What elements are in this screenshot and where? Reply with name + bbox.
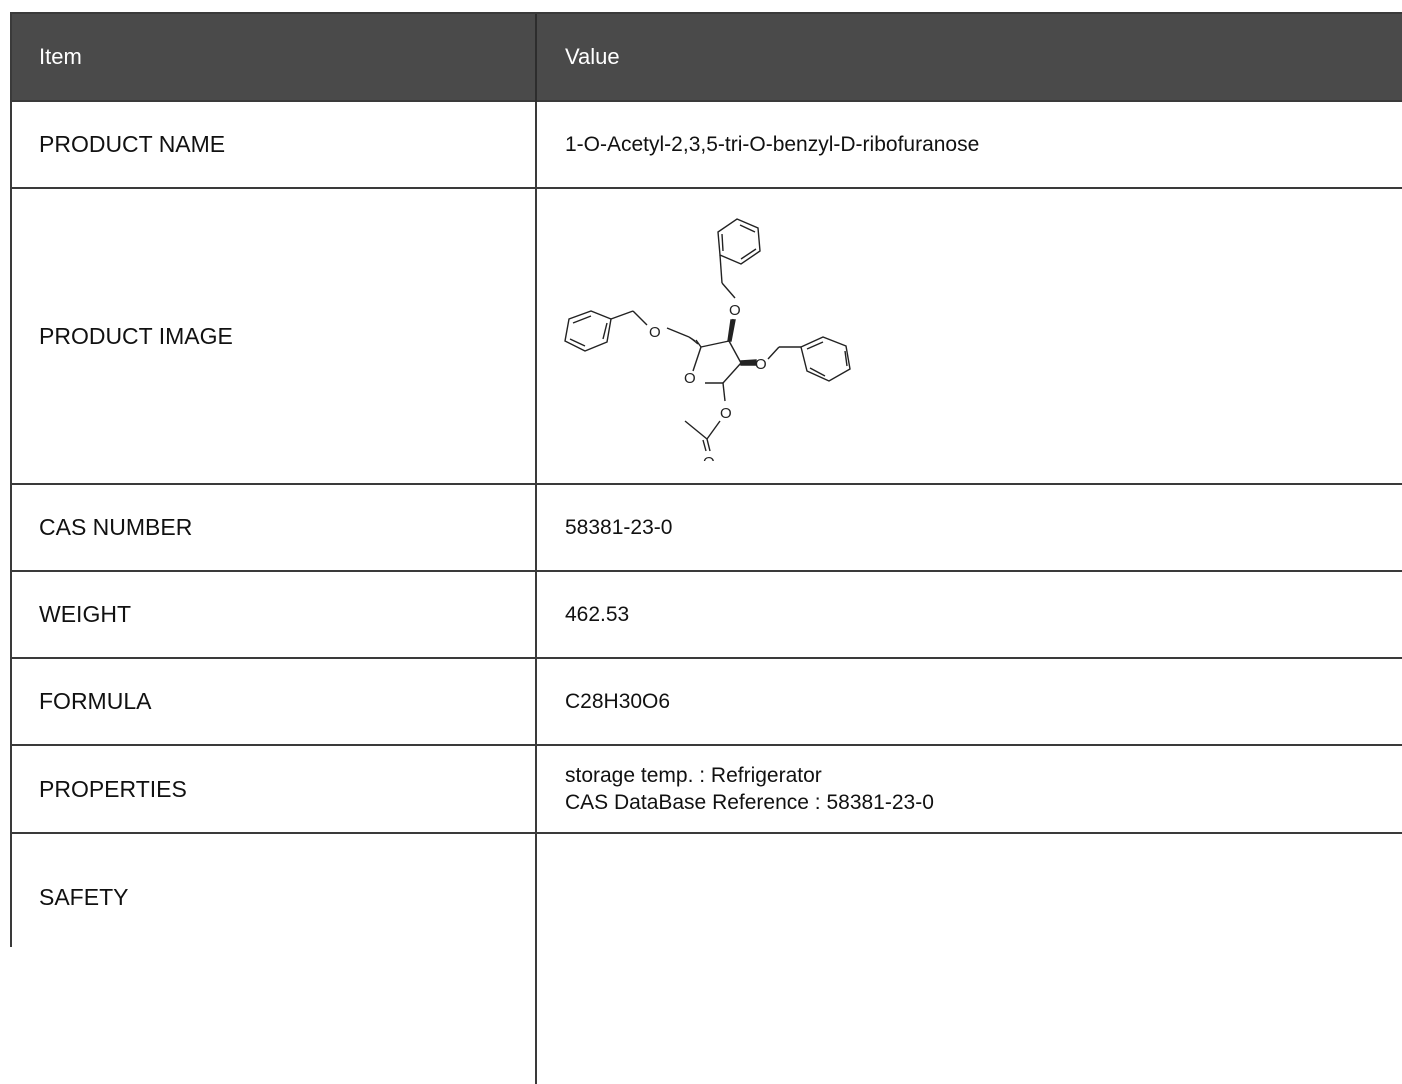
table-row: PRODUCT NAME 1-O-Acetyl-2,3,5-tri-O-benz… (12, 100, 1402, 188)
ring-inner-bond (602, 322, 608, 340)
ring-bond (692, 346, 702, 372)
row-label-properties: PROPERTIES (12, 744, 536, 833)
spec-table: Item Value PRODUCT NAME 1-O-Acetyl-2,3,5… (12, 14, 1402, 1084)
ring-inner-bond (572, 315, 592, 324)
row-value-cas-number: 58381-23-0 (535, 483, 1402, 571)
row-label-product-image: PRODUCT IMAGE (12, 187, 536, 484)
table-row: FORMULA C28H30O6 (12, 657, 1402, 745)
bond (706, 420, 721, 440)
ring-inner-bond (569, 338, 586, 347)
ring-inner-bond (844, 350, 848, 367)
bond (706, 438, 711, 452)
atom-label-o: O (703, 454, 715, 461)
bond (702, 439, 707, 452)
row-label-weight: WEIGHT (12, 570, 536, 658)
row-label-safety: SAFETY (12, 832, 536, 1084)
bond (632, 310, 648, 326)
table-row: PROPERTIES storage temp. : Refrigerator … (12, 744, 1402, 833)
benzene-ring-right (800, 336, 851, 382)
bond (666, 327, 690, 338)
bond (721, 282, 736, 299)
row-value-product-image: O O O (535, 187, 1402, 484)
benzene-ring-left (564, 310, 612, 352)
hashed-bond (688, 336, 702, 348)
atom-label-o: O (729, 302, 741, 319)
ring-bond (728, 340, 742, 364)
table-header-row: Item Value (12, 14, 1402, 101)
bond (610, 310, 634, 320)
property-storage-temp: storage temp. : Refrigerator (565, 764, 822, 787)
ring-bond (722, 362, 742, 384)
row-label-formula: FORMULA (12, 657, 536, 745)
row-label-cas-number: CAS NUMBER (12, 483, 536, 571)
atom-label-o: O (684, 370, 696, 387)
row-value-formula: C28H30O6 (535, 657, 1402, 745)
header-item: Item (12, 14, 536, 101)
ring-inner-bond (809, 367, 826, 377)
wedge-bond (740, 359, 757, 366)
atom-label-o: O (720, 405, 732, 422)
table-row: WEIGHT 462.53 (12, 570, 1402, 658)
bond (719, 254, 723, 284)
row-value-safety (535, 832, 1402, 1084)
table-row: PRODUCT IMAGE O (12, 187, 1402, 484)
bond (684, 420, 708, 440)
header-value: Value (535, 14, 1402, 101)
row-value-properties: storage temp. : Refrigerator CAS DataBas… (535, 744, 1402, 833)
bond (767, 346, 780, 360)
table-row: CAS NUMBER 58381-23-0 (12, 483, 1402, 571)
ring-inner-bond (740, 248, 757, 260)
atom-label-o: O (755, 356, 767, 373)
row-value-weight: 462.53 (535, 570, 1402, 658)
ring-inner-bond (721, 233, 724, 252)
property-cas-database-reference: CAS DataBase Reference : 58381-23-0 (565, 791, 934, 814)
row-value-product-name: 1-O-Acetyl-2,3,5-tri-O-benzyl-D-ribofura… (535, 100, 1402, 188)
ring-bond (700, 340, 730, 348)
atom-label-o: O (649, 324, 661, 341)
wedge-bond (727, 319, 736, 342)
ring-inner-bond (806, 341, 824, 350)
table-row: SAFETY (12, 832, 1402, 1084)
bond (722, 382, 726, 402)
product-spec-table: Item Value PRODUCT NAME 1-O-Acetyl-2,3,5… (10, 12, 1402, 1084)
benzene-ring-top (717, 218, 761, 265)
molecule-structure-image: O O O (564, 218, 851, 461)
ring-inner-bond (739, 224, 756, 233)
row-label-product-name: PRODUCT NAME (12, 100, 536, 188)
